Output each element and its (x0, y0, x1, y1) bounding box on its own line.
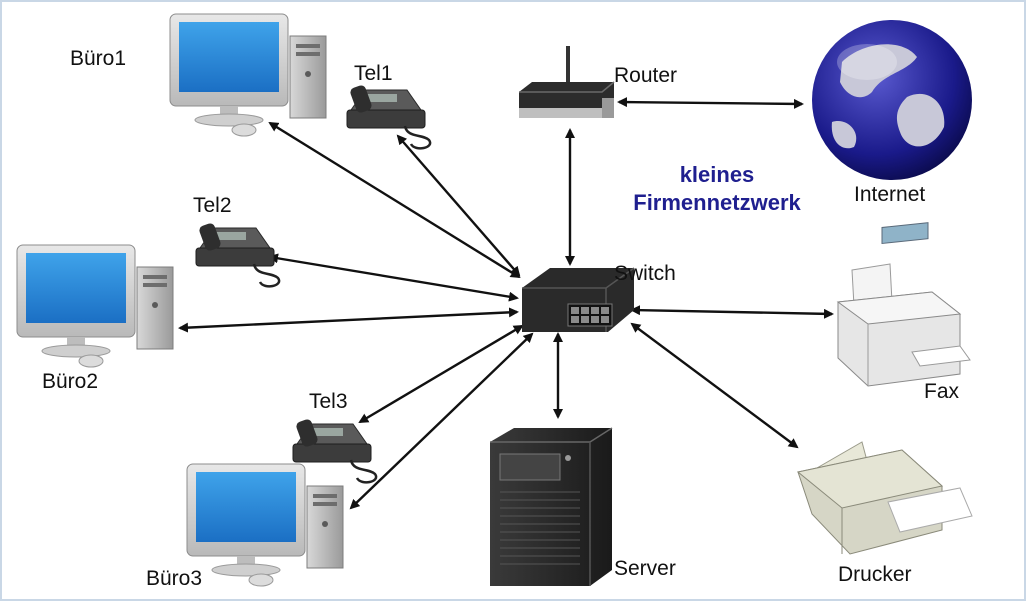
phone-tel2-icon (194, 220, 281, 288)
fax-icon (836, 222, 971, 387)
pc-buero3-icon (186, 463, 344, 587)
label-server: Server (614, 557, 676, 580)
label-fax: Fax (924, 380, 960, 403)
label-router: Router (614, 64, 678, 87)
label-tel1: Tel1 (354, 62, 393, 85)
router-icon (519, 46, 615, 118)
switch-icon (522, 267, 635, 332)
link-switch-drucker (630, 322, 799, 449)
link-router-internet (617, 97, 804, 109)
connection-lines (178, 97, 834, 510)
link-switch-buero3 (349, 332, 534, 510)
diagram-title: kleines Firmennetzwerk (592, 161, 842, 217)
label-buero3: Büro3 (146, 567, 203, 590)
phone-tel1-icon (345, 82, 432, 150)
link-switch-buero2 (178, 307, 519, 333)
server-icon (490, 427, 613, 586)
label-buero2: Büro2 (42, 370, 99, 393)
label-buero1: Büro1 (70, 47, 127, 70)
label-internet: Internet (854, 183, 926, 206)
link-switch-tel2 (268, 253, 519, 302)
label-switch: Switch (614, 262, 676, 285)
label-tel3: Tel3 (309, 390, 348, 413)
label-drucker: Drucker (838, 563, 912, 586)
link-switch-fax (630, 305, 834, 319)
diagram-title-line2: Firmennetzwerk (633, 190, 801, 215)
diagram-title-line1: kleines (679, 162, 755, 187)
link-switch-buero1 (268, 121, 521, 279)
label-tel2: Tel2 (193, 194, 232, 217)
printer-icon (796, 441, 973, 555)
link-switch-tel1 (396, 134, 521, 277)
pc-buero1-icon (169, 13, 327, 137)
pc-buero2-icon (16, 244, 174, 368)
globe-icon (812, 20, 972, 180)
link-switch-tel3 (358, 324, 524, 424)
